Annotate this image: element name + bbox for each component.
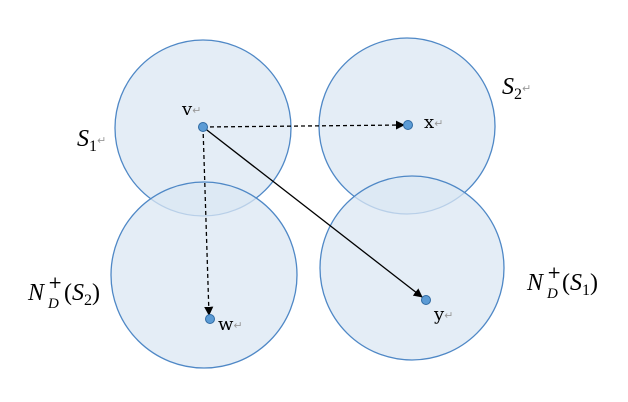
node-v xyxy=(198,122,208,132)
circle-nd-s2 xyxy=(110,181,298,369)
label-nd-s1-sup: + xyxy=(547,263,561,283)
node-x xyxy=(403,120,413,130)
label-s1-base: S xyxy=(77,126,89,152)
edges xyxy=(202,120,423,316)
node-labels: v↵ x↵ w↵ y↵ xyxy=(181,99,453,335)
edge-v-y xyxy=(202,126,423,298)
paren-open: ( xyxy=(562,270,570,296)
nodes xyxy=(198,120,431,324)
edge-v-x xyxy=(202,120,405,130)
label-nd-s2-sup: + xyxy=(48,273,62,293)
set-labels: S1↵ S2↵ N + D (S2) N + D (S1) xyxy=(27,74,598,312)
paren-open: ( xyxy=(64,280,72,306)
label-nd-s2-base: N xyxy=(27,280,46,306)
edge-v-w xyxy=(202,126,214,316)
label-s1-sub: 1 xyxy=(89,138,97,155)
label-nd-s1-arg-base: S xyxy=(570,270,582,296)
label-s2-sub: 2 xyxy=(514,86,522,103)
return-mark: ↵ xyxy=(444,309,453,322)
label-v: v↵ xyxy=(181,99,201,120)
label-x-text: x xyxy=(424,112,434,133)
return-mark: ↵ xyxy=(97,134,106,147)
circle-nd-s1 xyxy=(319,175,505,361)
label-nd-s2-arg: (S2) xyxy=(64,280,100,309)
label-y: y↵ xyxy=(433,304,453,325)
label-s2: S2↵ xyxy=(502,74,531,103)
label-nd-s1-arg: (S1) xyxy=(562,270,598,299)
paren-close: ) xyxy=(92,280,100,306)
return-mark: ↵ xyxy=(233,319,242,332)
node-w xyxy=(205,314,215,324)
label-w: w↵ xyxy=(218,314,243,335)
label-nd-s2-arg-base: S xyxy=(72,280,84,306)
label-nd-s2-sub: D xyxy=(47,296,59,312)
label-nd-s1: N + D (S1) xyxy=(526,263,598,302)
return-mark: ↵ xyxy=(522,82,531,95)
label-nd-s1-arg-sub: 1 xyxy=(582,282,590,299)
label-x: x↵ xyxy=(424,112,443,133)
return-mark: ↵ xyxy=(434,117,443,130)
label-nd-s1-sub: D xyxy=(546,286,558,302)
label-s1: S1↵ xyxy=(77,126,106,155)
label-nd-s2: N + D (S2) xyxy=(27,273,100,312)
label-s2-base: S xyxy=(502,74,514,100)
label-nd-s2-arg-sub: 2 xyxy=(84,292,92,309)
label-y-text: y xyxy=(433,304,445,325)
node-y xyxy=(421,295,431,305)
label-w-text: w xyxy=(218,314,234,335)
label-v-text: v xyxy=(181,99,193,120)
paren-close: ) xyxy=(590,270,598,296)
label-nd-s1-base: N xyxy=(526,270,545,296)
return-mark: ↵ xyxy=(192,104,201,117)
